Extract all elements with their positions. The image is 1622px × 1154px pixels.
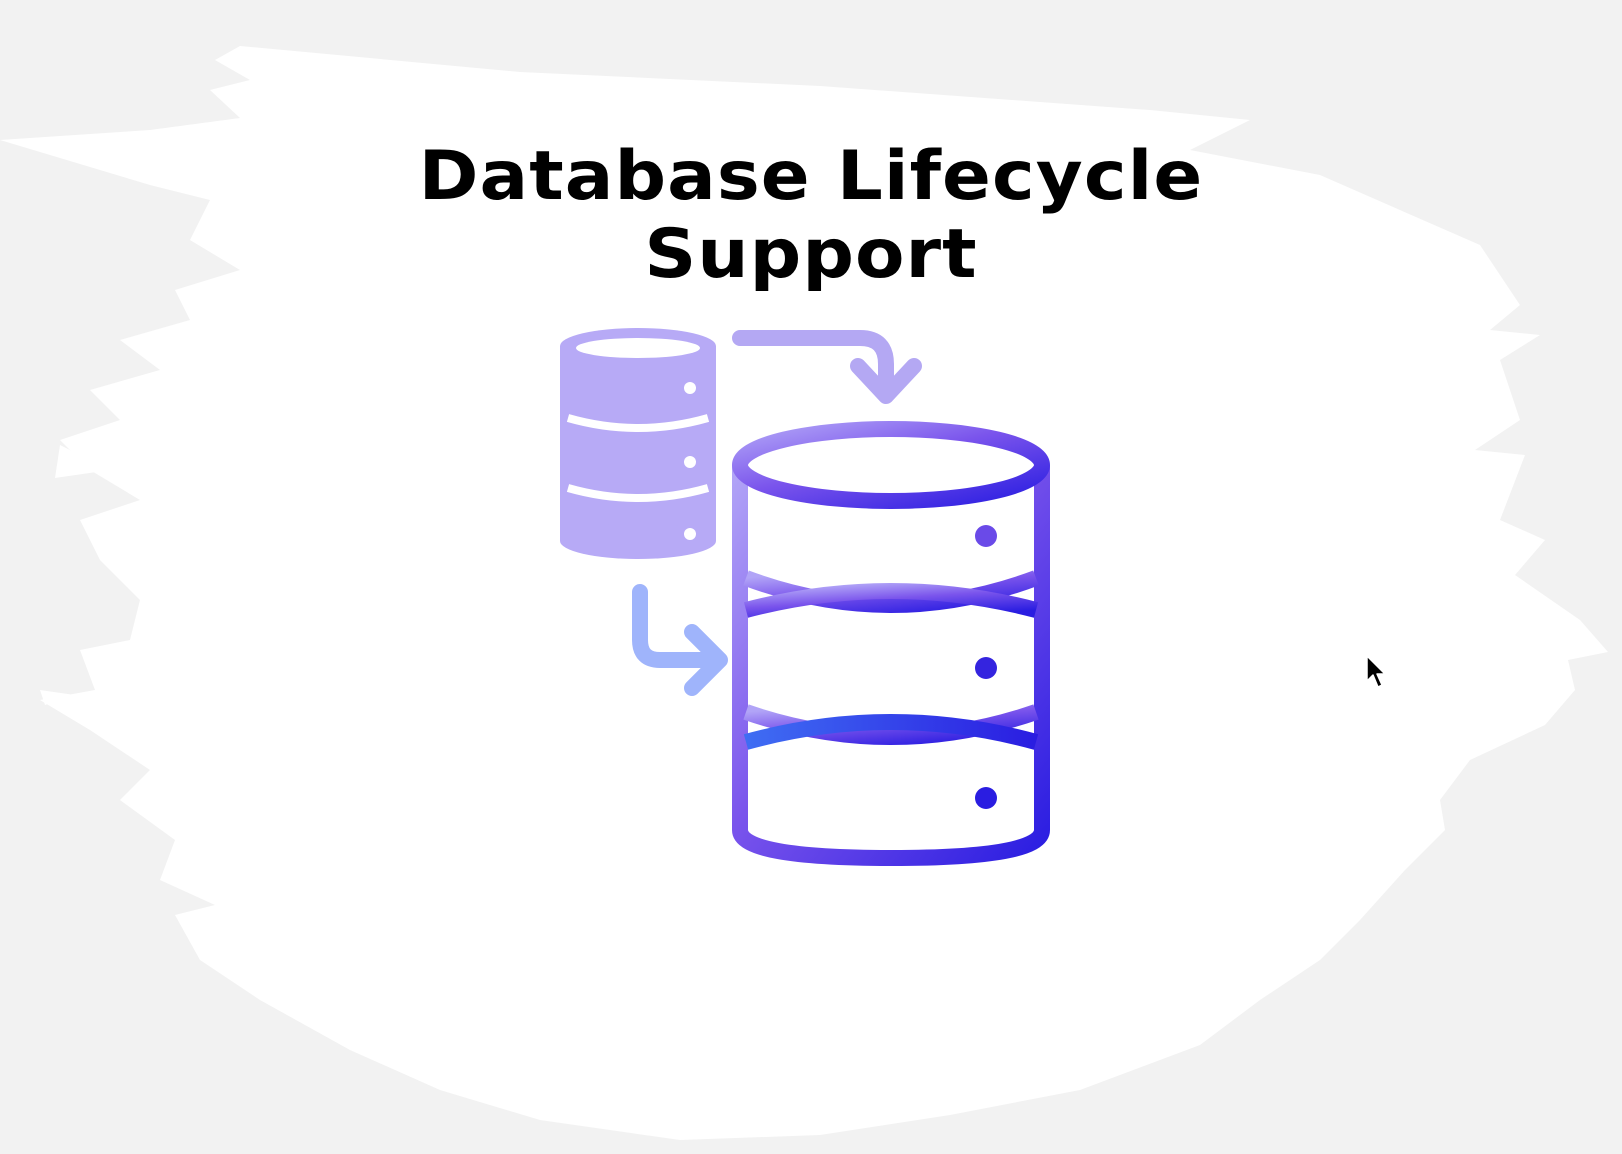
arrow-right-down-icon: [732, 330, 922, 404]
source-database-icon: [560, 328, 716, 559]
mouse-pointer-icon: [1366, 655, 1386, 688]
arrow-down-right-icon: [632, 584, 728, 696]
page-title-line-1: Database Lifecycle: [418, 137, 1204, 216]
page-title-line-2: Support: [644, 215, 978, 294]
database-migration-icon: [560, 328, 1050, 867]
target-database-icon: [732, 421, 1050, 867]
